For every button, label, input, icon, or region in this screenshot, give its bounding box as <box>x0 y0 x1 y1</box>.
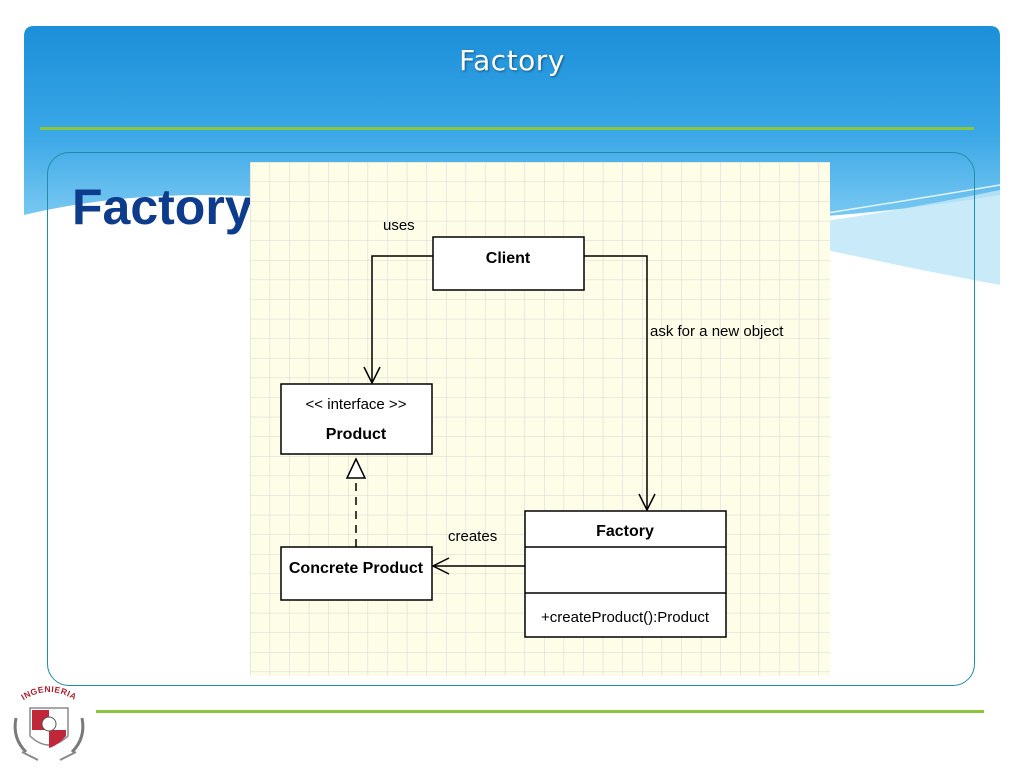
class-client: Client <box>432 236 585 291</box>
header-title: Factory <box>459 44 565 77</box>
relation-uses-label: uses <box>383 217 415 234</box>
faculty-logo: INGENIERIA <box>13 684 85 761</box>
class-product-name: Product <box>326 426 387 443</box>
wave-accent <box>760 190 1000 285</box>
logo-text: INGENIERIA <box>19 684 79 702</box>
class-concrete-product-name: Concrete Product <box>289 560 424 577</box>
class-product: << interface >> Product <box>280 383 433 455</box>
header-rule <box>40 127 974 130</box>
relation-ask: ask for a new object <box>584 255 784 512</box>
class-factory-method: +createProduct():Product <box>541 609 710 626</box>
relation-creates: creates <box>431 528 525 575</box>
class-factory: Factory +createProduct():Product <box>524 510 727 638</box>
uml-class-diagram: Client << interface >> Product Concrete … <box>250 162 830 676</box>
relation-realization <box>345 457 367 547</box>
class-factory-name: Factory <box>596 523 654 540</box>
class-concrete-product: Concrete Product <box>280 546 433 601</box>
class-client-name: Client <box>486 250 531 267</box>
slide-heading: Factory <box>72 179 253 235</box>
relation-ask-label: ask for a new object <box>650 323 784 340</box>
relation-uses: uses <box>363 217 433 385</box>
content-frame <box>47 152 975 686</box>
class-product-stereotype: << interface >> <box>306 396 407 413</box>
relation-creates-label: creates <box>448 528 497 545</box>
footer-rule <box>96 710 984 713</box>
